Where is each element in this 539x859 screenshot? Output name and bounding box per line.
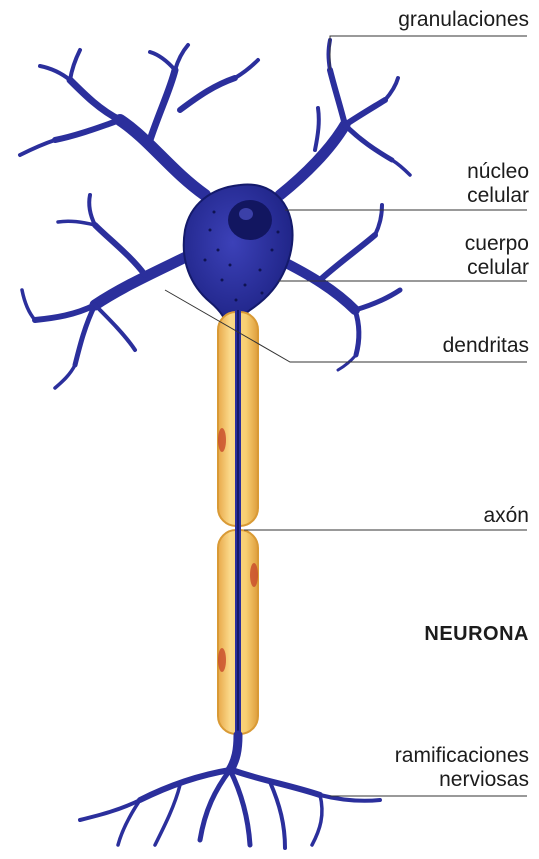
label-cuerpo-celular: celular — [467, 256, 529, 280]
terminal-branches — [80, 735, 380, 848]
label-nucleo: núcleo — [467, 160, 529, 184]
label-nerviosas: nerviosas — [439, 768, 529, 792]
label-granulaciones: granulaciones — [398, 8, 529, 32]
dendrites-upper-left — [20, 45, 258, 195]
dendrites-upper-right — [280, 40, 410, 195]
label-cuerpo: cuerpo — [465, 232, 529, 256]
dendrites-lower-right — [280, 205, 400, 370]
nucleus — [228, 200, 272, 240]
label-nucleo-celular: celular — [467, 184, 529, 208]
soma — [184, 185, 293, 330]
dendrites-lower-left — [22, 195, 200, 388]
label-dendritas: dendritas — [443, 334, 529, 358]
label-ramificaciones: ramificaciones — [395, 744, 529, 768]
label-axon: axón — [483, 504, 529, 528]
label-neurona: NEURONA — [424, 622, 529, 646]
axon — [218, 310, 258, 740]
